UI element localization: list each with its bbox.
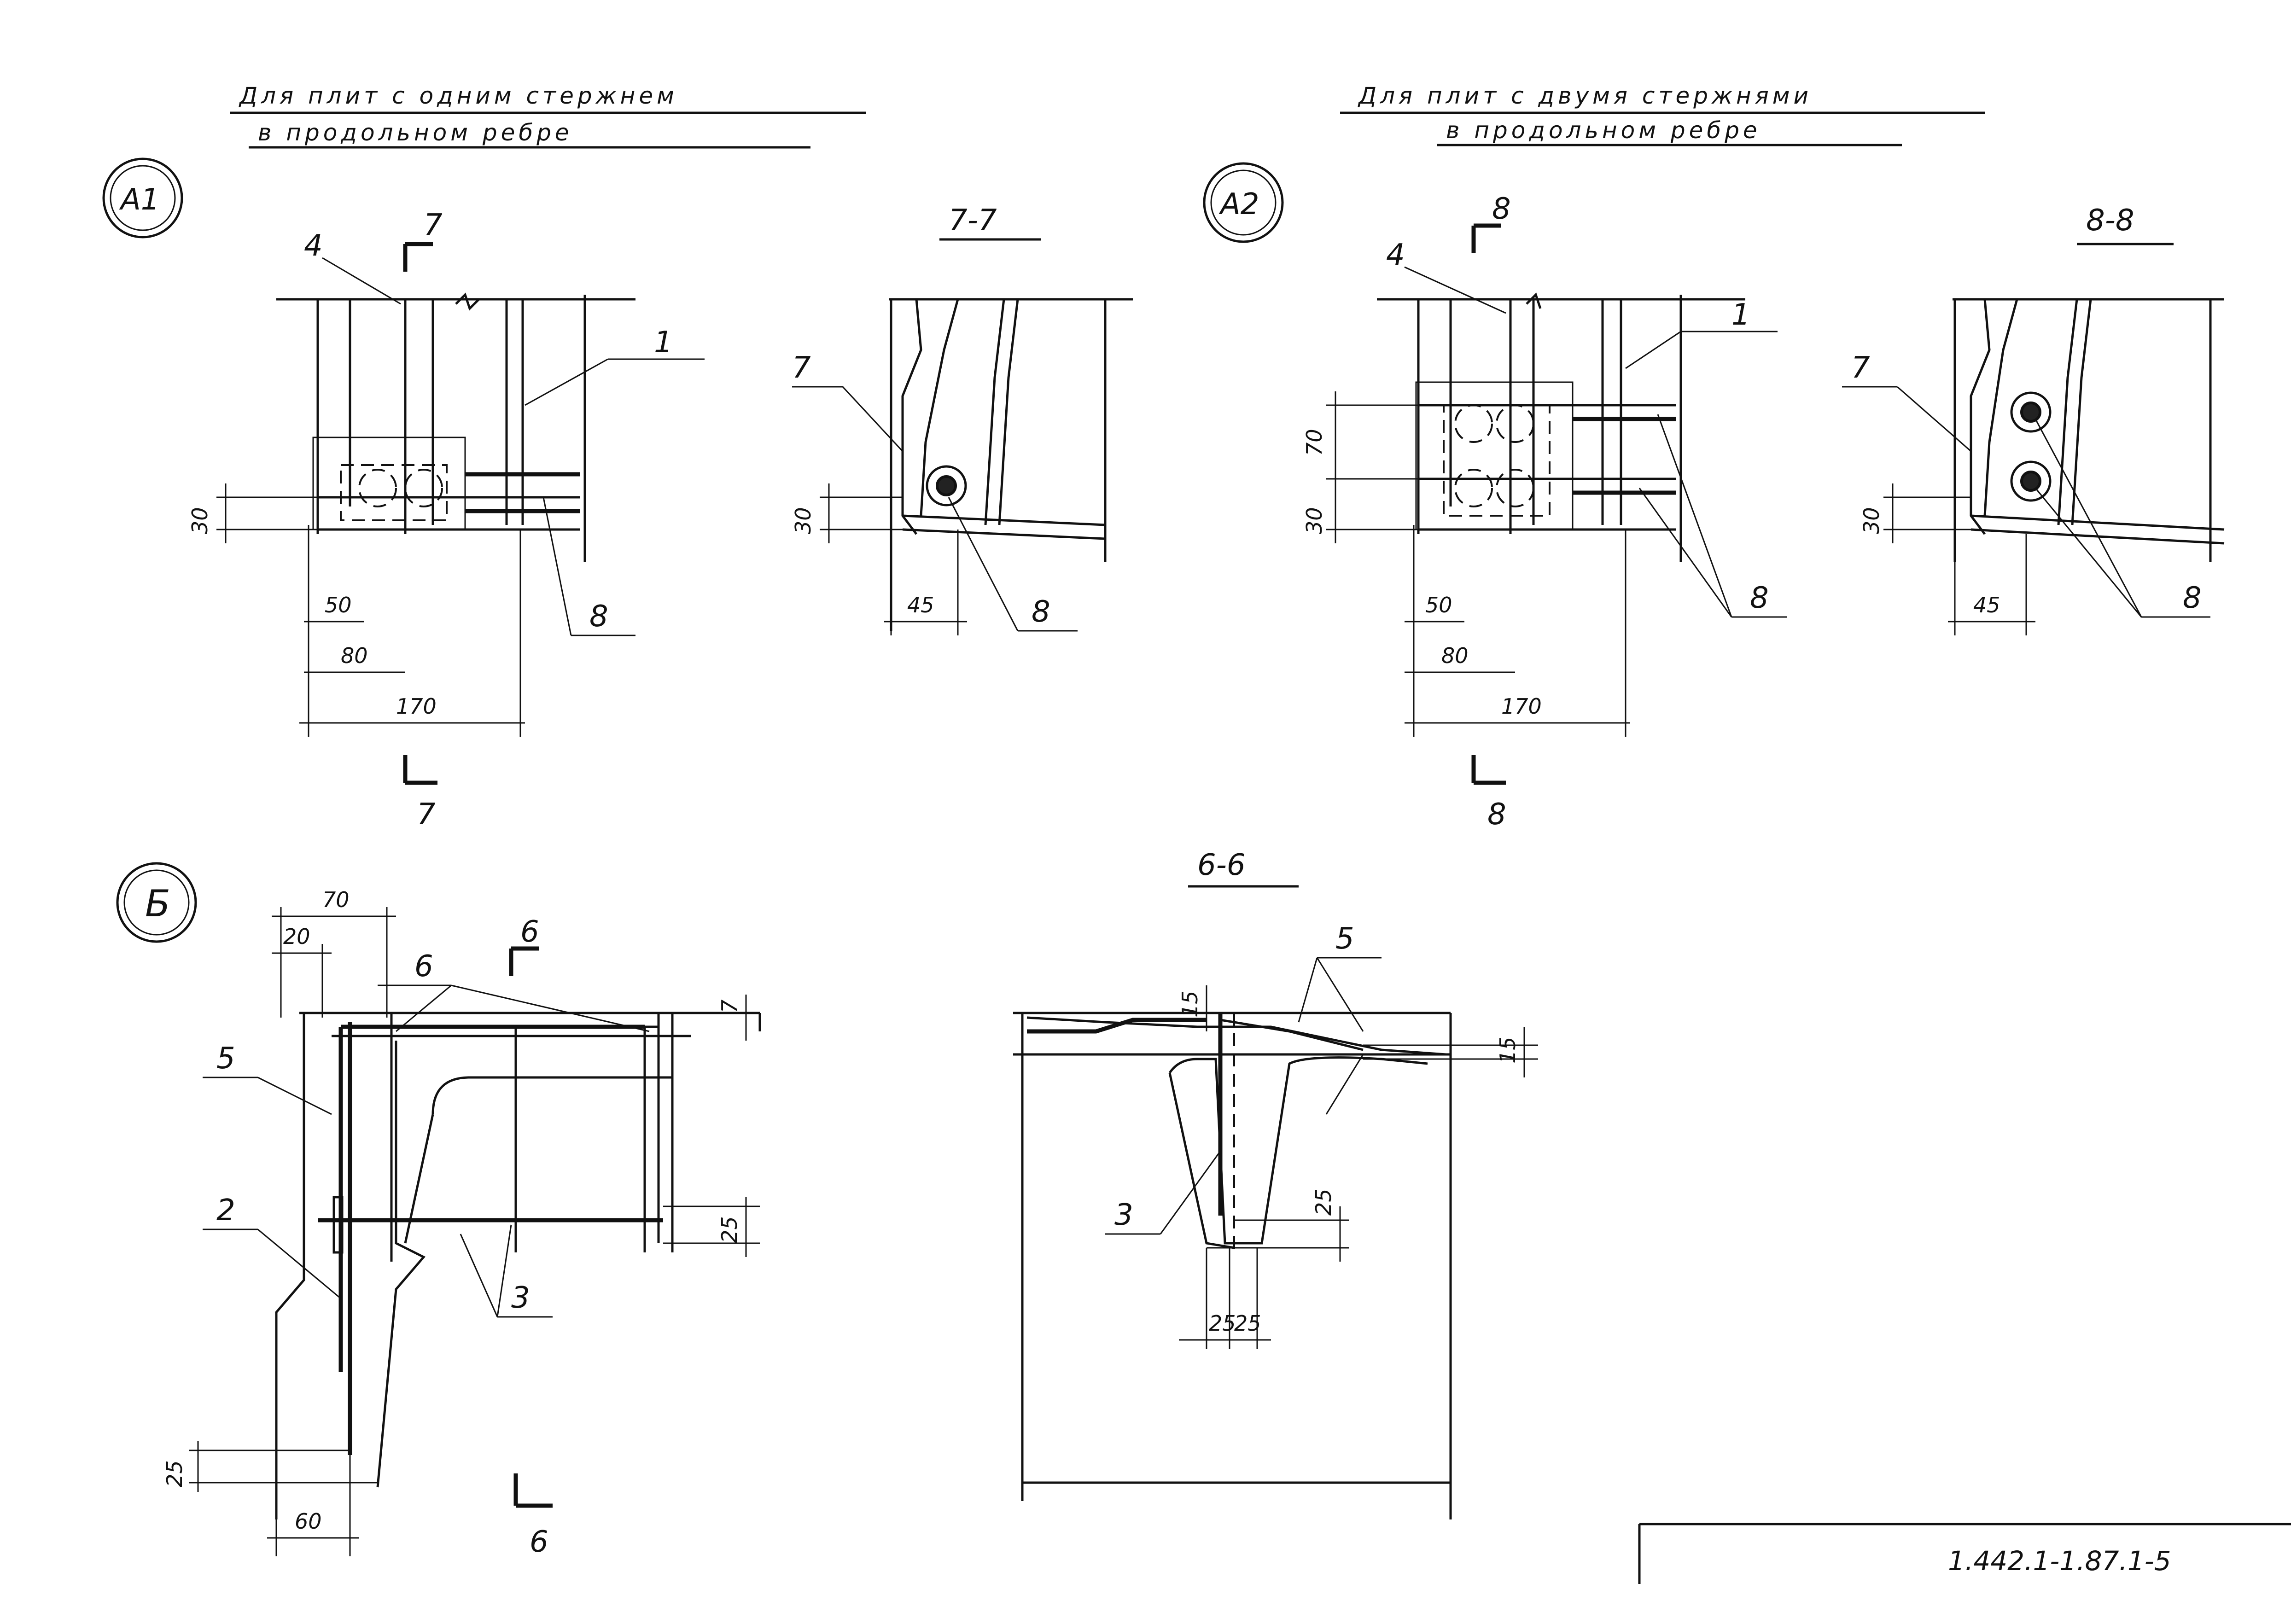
b-dim-20: 20 <box>283 924 310 949</box>
b-dim-25-left: 25 <box>162 1460 187 1487</box>
callout-a1-label: А1 <box>119 183 160 217</box>
a1-pos-1: 1 <box>654 326 673 360</box>
s66-dim-15-right: 15 <box>1495 1036 1520 1064</box>
b-pos-2: 2 <box>216 1193 235 1228</box>
cut-mark-6-top: 6 <box>520 915 539 949</box>
detail-b: 6 6 5 2 6 3 70 20 7 25 25 <box>162 887 761 1559</box>
s88-pos-8: 8 <box>2183 581 2202 615</box>
b-dim-25-right: 25 <box>717 1216 742 1243</box>
b-pos-6: 6 <box>414 949 433 984</box>
s77-dim-30: 30 <box>791 507 816 534</box>
callout-a2: А2 <box>1203 162 1284 243</box>
cut-mark-7-bottom: 7 <box>417 797 436 832</box>
b-pos-3: 3 <box>511 1281 530 1315</box>
title-block: 1.442.1-1.87.1-5 <box>1638 1523 2291 1584</box>
heading-right-line1: Для плит с двумя стержнями <box>1358 82 1812 109</box>
b-dim-60: 60 <box>295 1509 322 1534</box>
callout-b-label: Б <box>145 882 170 925</box>
b-pos-5: 5 <box>216 1042 235 1076</box>
s77-dim-45: 45 <box>907 593 934 617</box>
s66-dim-15-top: 15 <box>1178 990 1202 1018</box>
section-6-6-title: 6-6 <box>1197 848 1246 882</box>
a2-dim-170: 170 <box>1501 694 1542 719</box>
section-6-6: 6-6 25 25 25 15 15 5 3 <box>1013 848 1538 1519</box>
heading-right-line2: в продольном ребре <box>1446 117 1761 144</box>
heading-left-line2: в продольном ребре <box>258 119 573 146</box>
a2-dim-30: 30 <box>1302 507 1327 534</box>
s66-pos-5: 5 <box>1335 922 1354 956</box>
section-8-8-title: 8-8 <box>2086 204 2134 238</box>
s66-dim-25-right: 25 <box>1311 1188 1336 1216</box>
s88-dim-45: 45 <box>1973 593 2000 617</box>
a1-dim-30: 30 <box>187 507 212 534</box>
s88-pos-7: 7 <box>1851 351 1870 385</box>
cut-mark-6-bottom: 6 <box>530 1525 548 1559</box>
heading-left-line1: Для плит с одним стержнем <box>239 82 678 109</box>
s66-dim-25-b: 25 <box>1234 1311 1261 1336</box>
cut-mark-8-bottom: 8 <box>1487 797 1506 832</box>
a2-pos-8: 8 <box>1750 581 1769 615</box>
s77-pos-7: 7 <box>792 351 811 385</box>
s88-dim-30: 30 <box>1859 507 1884 534</box>
b-dim-7: 7 <box>717 1000 742 1013</box>
heading-right: Для плит с двумя стержнями в продольном … <box>1340 82 1985 146</box>
section-7-7: 7-7 7 8 30 45 <box>791 204 1133 635</box>
detail-a2: 8 8 4 1 8 70 30 50 80 170 <box>1302 192 1787 832</box>
a1-dim-80: 80 <box>341 643 368 668</box>
section-8-8: 8-8 7 8 30 45 <box>1842 204 2225 635</box>
a2-dim-80: 80 <box>1441 643 1469 668</box>
s77-pos-8: 8 <box>1032 595 1050 629</box>
s66-pos-3: 3 <box>1114 1198 1133 1232</box>
a1-pos-8: 8 <box>589 600 608 634</box>
b-dim-70: 70 <box>322 887 350 912</box>
a1-dim-50: 50 <box>325 593 352 617</box>
callout-b: Б <box>116 862 197 943</box>
a2-pos-4: 4 <box>1386 238 1405 272</box>
s66-dim-25-a: 25 <box>1209 1311 1236 1336</box>
detail-a1: 7 7 4 1 8 30 50 80 170 <box>187 208 705 832</box>
drawing-code: 1.442.1-1.87.1-5 <box>1948 1545 2171 1577</box>
callout-a2-label: А2 <box>1218 187 1259 221</box>
a2-dim-50: 50 <box>1425 593 1452 617</box>
callout-a1: А1 <box>102 157 183 239</box>
cut-mark-8-top: 8 <box>1492 192 1511 226</box>
cut-mark-7-top: 7 <box>424 208 443 242</box>
a1-pos-4: 4 <box>304 229 323 263</box>
a1-dim-170: 170 <box>396 694 437 719</box>
a2-pos-1: 1 <box>1731 298 1750 332</box>
section-7-7-title: 7-7 <box>949 204 997 238</box>
heading-left: Для плит с одним стержнем в продольном р… <box>230 82 866 149</box>
a2-dim-70: 70 <box>1302 429 1327 456</box>
